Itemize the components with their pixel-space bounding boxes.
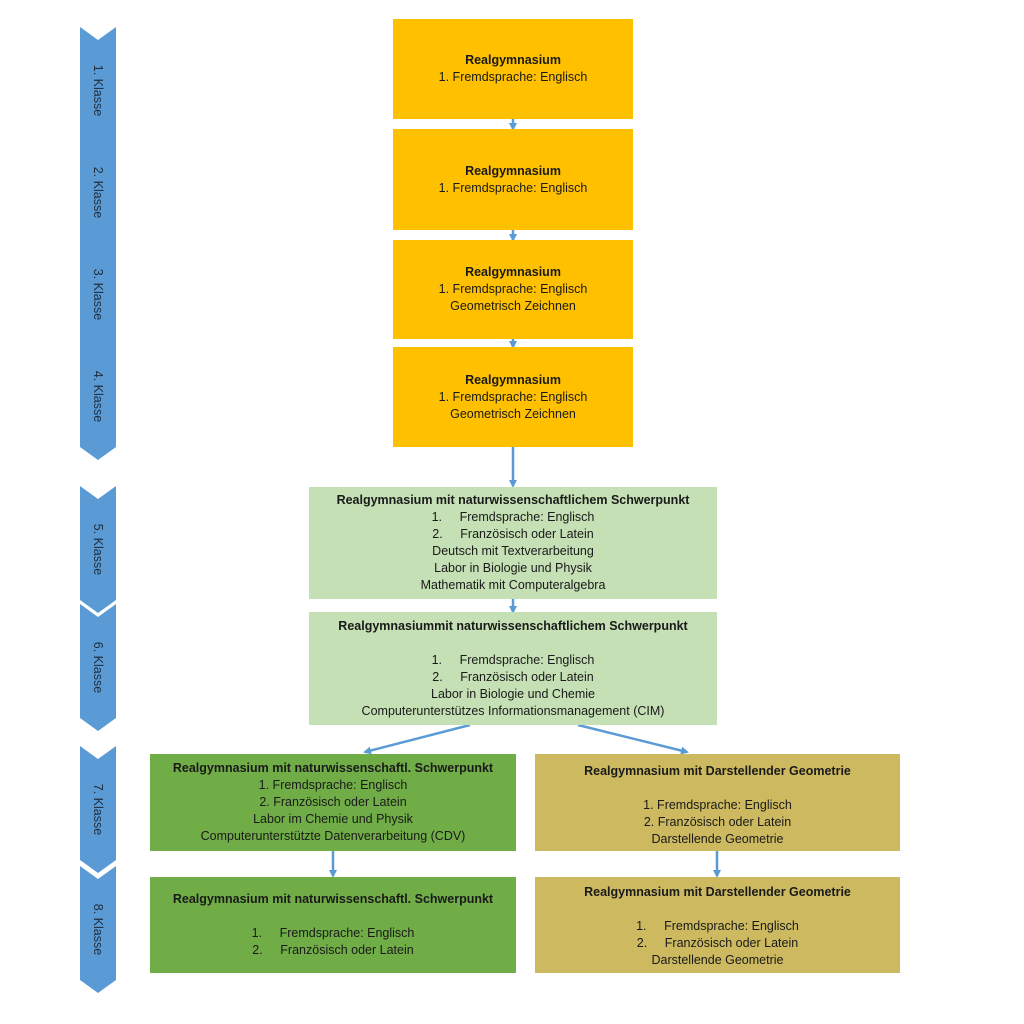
grade-chevron-1: 1. Klasse: [80, 27, 116, 154]
list-number: 2.: [636, 936, 648, 950]
box-klasse-1: Realgymnasium 1. Fremdsprache: Englisch: [393, 19, 633, 119]
box-line: Labor im Chemie und Physik: [253, 812, 413, 826]
list-text: Französisch oder Latein: [664, 936, 799, 950]
box-line: Mathematik mit Computeralgebra: [420, 578, 606, 592]
list-item: 2. Französisch oder Latein: [432, 669, 593, 686]
box-title: Realgymnasium: [465, 53, 561, 67]
chevron-shape: [80, 866, 116, 993]
grade-chevron-8: 8. Klasse: [80, 866, 116, 993]
box-line: Labor in Biologie und Chemie: [431, 686, 595, 701]
box-line: 1. Fremdsprache: Englisch: [258, 778, 408, 792]
list-item: 2. Französisch oder Latein: [432, 526, 593, 543]
box-line: 1. Fremdsprache: Englisch: [438, 70, 588, 84]
box-line: Darstellende Geometrie: [651, 953, 784, 967]
list-text: Fremdsprache: Englisch: [459, 510, 595, 524]
list-item: 1. Fremdsprache: Englisch: [432, 509, 595, 526]
list-text: Französisch oder Latein: [460, 527, 594, 541]
list-text: Französisch oder Latein: [280, 943, 414, 957]
box-line: Computerunterstützes Informationsmanagem…: [361, 703, 665, 718]
list-number: 1.: [431, 652, 443, 667]
box-title: Realgymnasium mit Darstellender Geometri…: [584, 885, 851, 899]
box-klasse-7-naturwissenschaftlich: Realgymnasium mit naturwissenschaftl. Sc…: [150, 754, 516, 851]
box-title: Realgymnasium mit Darstellender Geometri…: [584, 764, 851, 778]
box-line: 2. Französisch oder Latein: [259, 795, 407, 809]
list-item: 1. Fremdsprache: Englisch: [636, 918, 799, 935]
chevron-shape: [80, 604, 116, 731]
chevron-shape: [80, 333, 116, 460]
chevron-shape: [80, 231, 116, 358]
list-number: 2.: [432, 669, 443, 684]
box-title: Realgymnasium mit naturwissenschaftl. Sc…: [172, 761, 494, 775]
box-line: 1. Fremdsprache: Englisch: [643, 798, 792, 812]
grade-label: 7. Klasse: [91, 783, 105, 836]
arrow-k6-k7-nat: [363, 723, 471, 755]
box-title: Realgymnasium mit naturwissenschaftliche…: [336, 493, 690, 507]
list-number: 1.: [636, 919, 647, 933]
grade-label: 8. Klasse: [91, 903, 105, 956]
list-number: 1.: [431, 510, 443, 524]
box-line: Darstellende Geometrie: [651, 832, 784, 846]
box-line: Deutsch mit Textverarbeitung: [432, 544, 594, 558]
list-text: Fremdsprache: Englisch: [459, 652, 595, 667]
grade-chevron-4: 4. Klasse: [80, 333, 116, 460]
chevron-shape: [80, 746, 116, 873]
grade-label: 4. Klasse: [91, 370, 105, 423]
box-line: Geometrisch Zeichnen: [450, 299, 576, 313]
box-title: Realgymnasium: [465, 372, 561, 387]
box-title: Realgymnasiummit naturwissenschaftlichem…: [338, 618, 688, 633]
list-item: 2. Französisch oder Latein: [252, 942, 413, 959]
box-line: Computerunterstützte Datenverarbeitung (…: [200, 829, 466, 843]
box-title: Realgymnasium mit naturwissenschaftl. Sc…: [172, 892, 494, 906]
grade-chevron-7: 7. Klasse: [80, 746, 116, 873]
arrow-k6-k7-dg: [577, 723, 689, 755]
box-line: Geometrisch Zeichnen: [450, 406, 576, 421]
box-klasse-2: Realgymnasium 1. Fremdsprache: Englisch: [393, 129, 633, 230]
list-number: 2.: [252, 943, 263, 957]
grade-chevron-2: 2. Klasse: [80, 129, 116, 256]
chevron-shape: [80, 129, 116, 256]
box-title: Realgymnasium: [465, 163, 561, 178]
grade-label: 6. Klasse: [91, 641, 105, 694]
list-text: Französisch oder Latein: [460, 669, 594, 684]
list-number: 2.: [432, 527, 443, 541]
box-klasse-8-naturwissenschaftlich: Realgymnasium mit naturwissenschaftl. Sc…: [150, 877, 516, 973]
box-line: 1. Fremdsprache: Englisch: [438, 180, 588, 195]
chevron-shape: [80, 27, 116, 154]
box-title: Realgymnasium: [465, 265, 561, 279]
chevron-shape: [80, 486, 116, 613]
list-number: 1.: [251, 926, 263, 940]
box-line: 1. Fremdsprache: Englisch: [438, 389, 588, 404]
list-item: 1. Fremdsprache: Englisch: [432, 652, 595, 669]
box-klasse-3: Realgymnasium 1. Fremdsprache: Englisch …: [393, 240, 633, 339]
list-text: Fremdsprache: Englisch: [279, 926, 415, 940]
box-klasse-7-darstellende-geometrie: Realgymnasium mit Darstellender Geometri…: [535, 754, 900, 851]
box-klasse-6: Realgymnasiummit naturwissenschaftlichem…: [309, 612, 717, 725]
box-line: Labor in Biologie und Physik: [434, 561, 592, 575]
grade-chevron-5: 5. Klasse: [80, 486, 116, 613]
box-klasse-8-darstellende-geometrie: Realgymnasium mit Darstellender Geometri…: [535, 877, 900, 973]
box-klasse-4: Realgymnasium 1. Fremdsprache: Englisch …: [393, 347, 633, 447]
grade-chevron-3: 3. Klasse: [80, 231, 116, 358]
grade-chevron-6: 6. Klasse: [80, 604, 116, 731]
box-line: 2. Französisch oder Latein: [643, 815, 792, 829]
list-item: 1. Fremdsprache: Englisch: [252, 925, 415, 942]
box-line: 1. Fremdsprache: Englisch: [438, 282, 588, 296]
box-klasse-5: Realgymnasium mit naturwissenschaftliche…: [309, 487, 717, 599]
list-text: Fremdsprache: Englisch: [664, 919, 799, 933]
grade-label: 5. Klasse: [91, 523, 105, 576]
list-item: 2. Französisch oder Latein: [637, 935, 798, 952]
